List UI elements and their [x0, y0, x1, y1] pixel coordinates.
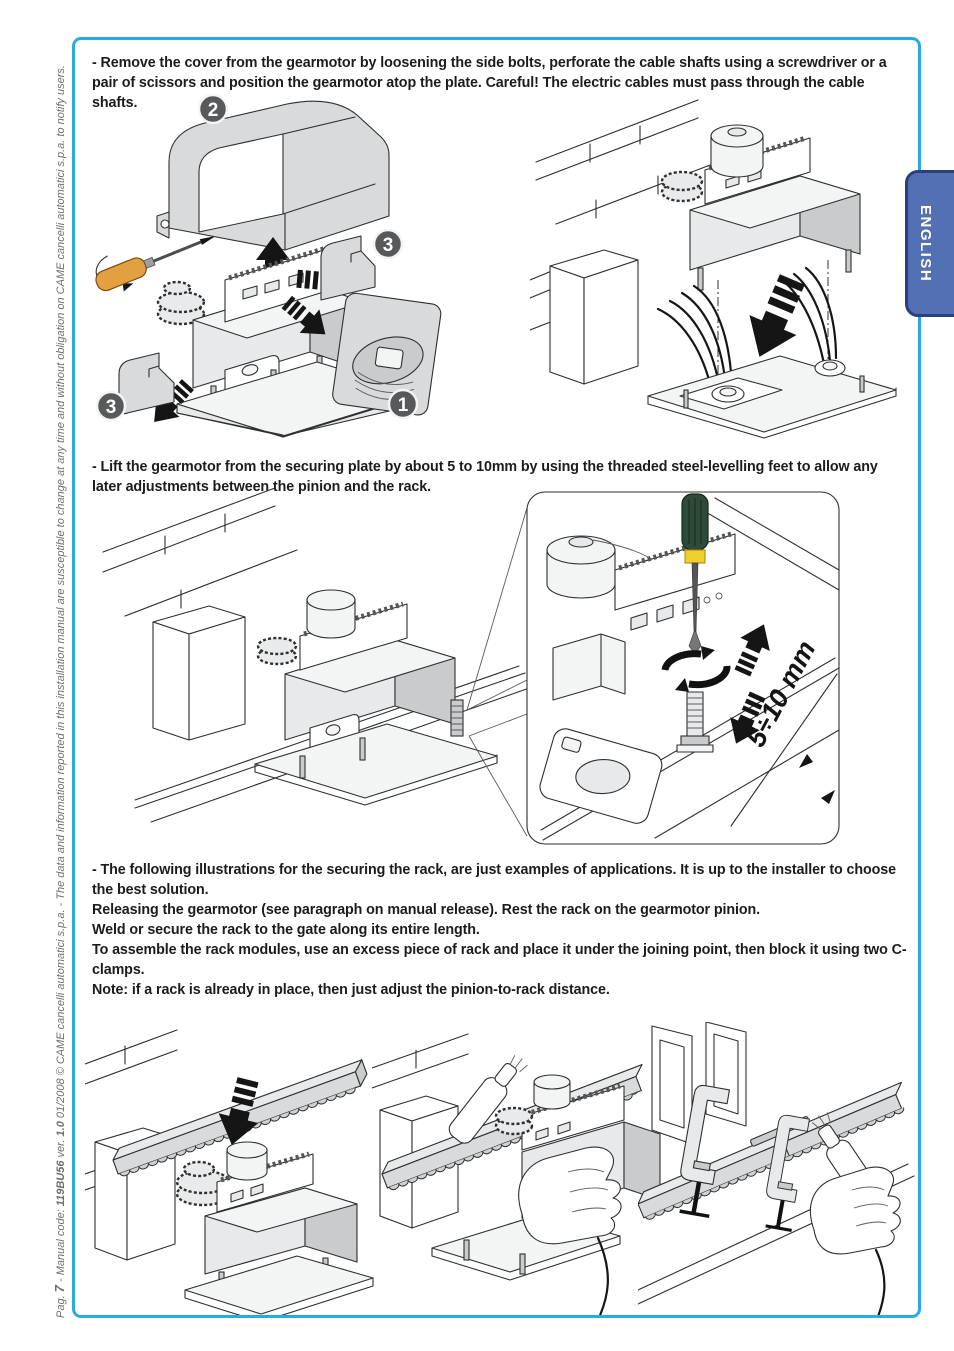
svg-text:1: 1 — [398, 395, 409, 416]
side-cap-right — [320, 235, 376, 301]
hand — [809, 1166, 901, 1255]
detail-motor — [546, 535, 668, 599]
down-arrow-icon — [730, 691, 766, 744]
down-arrow-icon — [218, 1077, 259, 1145]
gearmotor-unit — [660, 124, 861, 291]
screwdriver-icon — [95, 215, 241, 292]
instruction-remove-cover-text: - Remove the cover from the gearmotor by… — [92, 55, 887, 112]
margin-pag-label: Pag. — [55, 1292, 67, 1318]
instruction-lift-gearmotor: - Lift the gearmotor from the securing p… — [92, 457, 910, 497]
rack-note-line: - The following illustrations for the se… — [92, 862, 896, 899]
svg-text:2: 2 — [208, 100, 219, 121]
detail-screwdriver — [681, 493, 709, 655]
figure-exploded-view: 2 3 3 1 — [95, 93, 442, 438]
page-number: 7 — [52, 1285, 67, 1293]
hand — [518, 1146, 622, 1245]
manual-code: 119BU56 — [55, 1160, 67, 1207]
language-tab-english: ENGLISH — [905, 170, 954, 317]
rack-note-line: To assemble the rack modules, use an exc… — [92, 942, 907, 979]
release-door — [539, 728, 663, 824]
manual-date: 01/2008 — [55, 1075, 67, 1122]
wall-corner — [85, 1029, 178, 1191]
figure-rack-drop — [85, 1029, 374, 1315]
instruction-remove-cover: - Remove the cover from the gearmotor by… — [92, 53, 910, 113]
rack-note-line: Note: if a rack is already in place, the… — [92, 982, 610, 999]
margin-imprint: Pag. 7 - Manual code: 119BU56 ver. 1.0 0… — [52, 65, 67, 1318]
wall-corner — [372, 1033, 469, 1089]
language-tab-label: ENGLISH — [917, 204, 934, 283]
rack-note-line: Weld or secure the rack to the gate alon… — [92, 922, 480, 939]
margin-version-label: ver. — [55, 1136, 67, 1161]
badge-2: 2 — [197, 93, 229, 125]
rack-note-line: Releasing the gearmotor (see paragraph o… — [92, 902, 760, 919]
manual-version: 1.0 — [55, 1121, 67, 1137]
instruction-lift-gearmotor-text: - Lift the gearmotor from the securing p… — [92, 459, 878, 496]
badge-3-left: 3 — [95, 390, 127, 422]
down-arrow-icon — [749, 274, 805, 357]
c-clamp-left — [679, 1084, 731, 1219]
callout-wedges — [466, 507, 528, 837]
figure-plate-cables — [530, 99, 897, 439]
copyright-note: © CAME cancelli automatici s.p.a. - The … — [55, 65, 67, 1076]
c-clamp-right — [765, 1114, 810, 1232]
margin-code-label: - Manual code: — [55, 1206, 67, 1286]
figure-rack-clamps — [638, 1022, 915, 1315]
gearmotor-unit — [175, 1141, 374, 1315]
badge-3-right: 3 — [372, 228, 404, 260]
down-right-arrow-icon — [281, 295, 326, 335]
instruction-rack-section: - The following illustrations for the se… — [92, 860, 914, 1000]
securing-plate — [647, 355, 897, 439]
badge-1: 1 — [387, 388, 419, 420]
svg-text:3: 3 — [383, 235, 394, 256]
up-arrow-icon — [734, 624, 770, 677]
welding-torch-icon — [448, 1055, 528, 1144]
rotation-arrow-icon — [661, 646, 731, 692]
wall-pillar — [549, 249, 639, 385]
gearmotor-unit — [254, 589, 498, 806]
wall-pillar — [152, 605, 246, 741]
figure-levelling: 5÷10 mm — [102, 488, 840, 845]
side-cap-left — [118, 352, 175, 416]
detail-box: 5÷10 mm — [526, 491, 840, 845]
svg-text:3: 3 — [106, 397, 117, 418]
gearmotor-top-cover — [156, 100, 390, 251]
gearmotor-front-cover — [332, 292, 442, 416]
brick-wall — [102, 488, 298, 617]
figure-rack-weld — [372, 1033, 661, 1315]
page-frame: - Remove the cover from the gearmotor by… — [72, 37, 921, 1318]
threaded-foot — [676, 691, 714, 753]
